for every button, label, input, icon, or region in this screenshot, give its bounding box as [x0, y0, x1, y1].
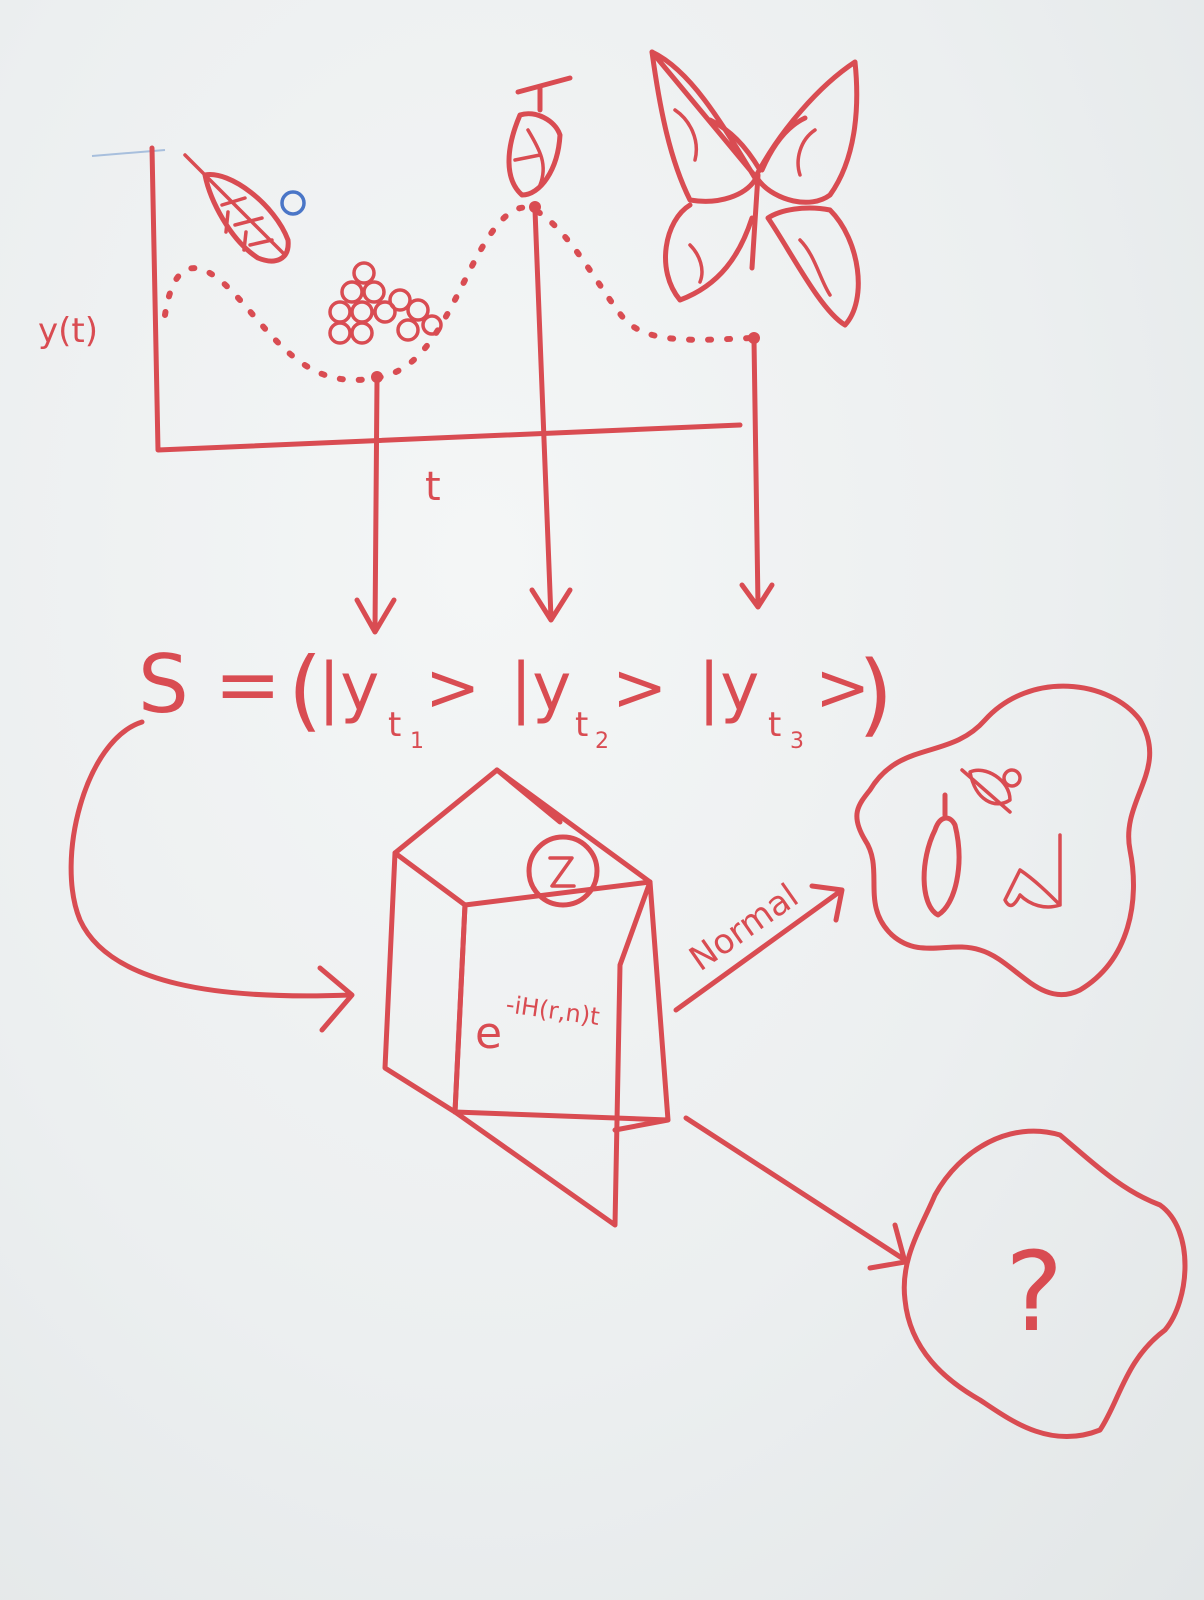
plot: y(t) t: [38, 145, 775, 635]
operator-exponent: -iH(r,n)t: [504, 990, 601, 1031]
small-chrysalis-icon: [921, 792, 962, 918]
x-axis-label: t: [425, 464, 441, 510]
unknown-outcome-bubble: ?: [901, 1128, 1188, 1440]
ket-2-subscript: t: [575, 705, 588, 745]
trajectory-curve: [162, 204, 755, 383]
chrysalis-icon: [506, 75, 573, 198]
ket-3-close: >: [815, 649, 870, 726]
normal-arrow: [673, 883, 845, 1013]
state-label: S =: [138, 638, 281, 731]
ket-1-close: >: [425, 649, 480, 726]
ket-1-subscript: t: [388, 705, 401, 745]
leaf-icon: [960, 768, 1012, 814]
ket-3-sub-index: 3: [790, 729, 804, 754]
egg-icon: [1002, 768, 1022, 788]
close-paren: ): [858, 642, 893, 747]
feed-arrow: [68, 719, 355, 1033]
state-vector: S = ( |y t 1 > |y t 2 > |y t 3 > ): [138, 638, 893, 754]
ket-3-symbol: |y: [698, 649, 759, 726]
ket-3-subscript: t: [768, 705, 781, 745]
ket-1-sub-index: 1: [410, 729, 424, 754]
small-butterfly-icon: [1003, 833, 1062, 909]
arrow-t2: [529, 207, 573, 623]
y-axis-label: y(t): [38, 311, 98, 351]
arrow-t1: [354, 377, 397, 635]
normal-outcome-bubble: [854, 683, 1153, 998]
leaf-egg-icon: [183, 153, 306, 264]
ket-2-symbol: |y: [510, 649, 571, 726]
operator-base: e: [475, 1008, 502, 1059]
egg-cluster-icon: [328, 261, 443, 345]
ket-2-close: >: [612, 649, 667, 726]
sample-point-t2: [529, 201, 541, 213]
ket-2-sub-index: 2: [595, 729, 609, 754]
open-paren: (: [288, 638, 322, 741]
unknown-arrow: [683, 1115, 908, 1271]
ket-1-symbol: |y: [318, 649, 379, 726]
sample-point-t1: [371, 371, 383, 383]
unknown-label: ?: [1005, 1228, 1063, 1356]
clock-icon: [526, 834, 600, 908]
arrow-t3: [739, 337, 775, 610]
butterfly-icon: [649, 49, 861, 328]
evolution-box: e -iH(r,n)t: [382, 767, 671, 1228]
